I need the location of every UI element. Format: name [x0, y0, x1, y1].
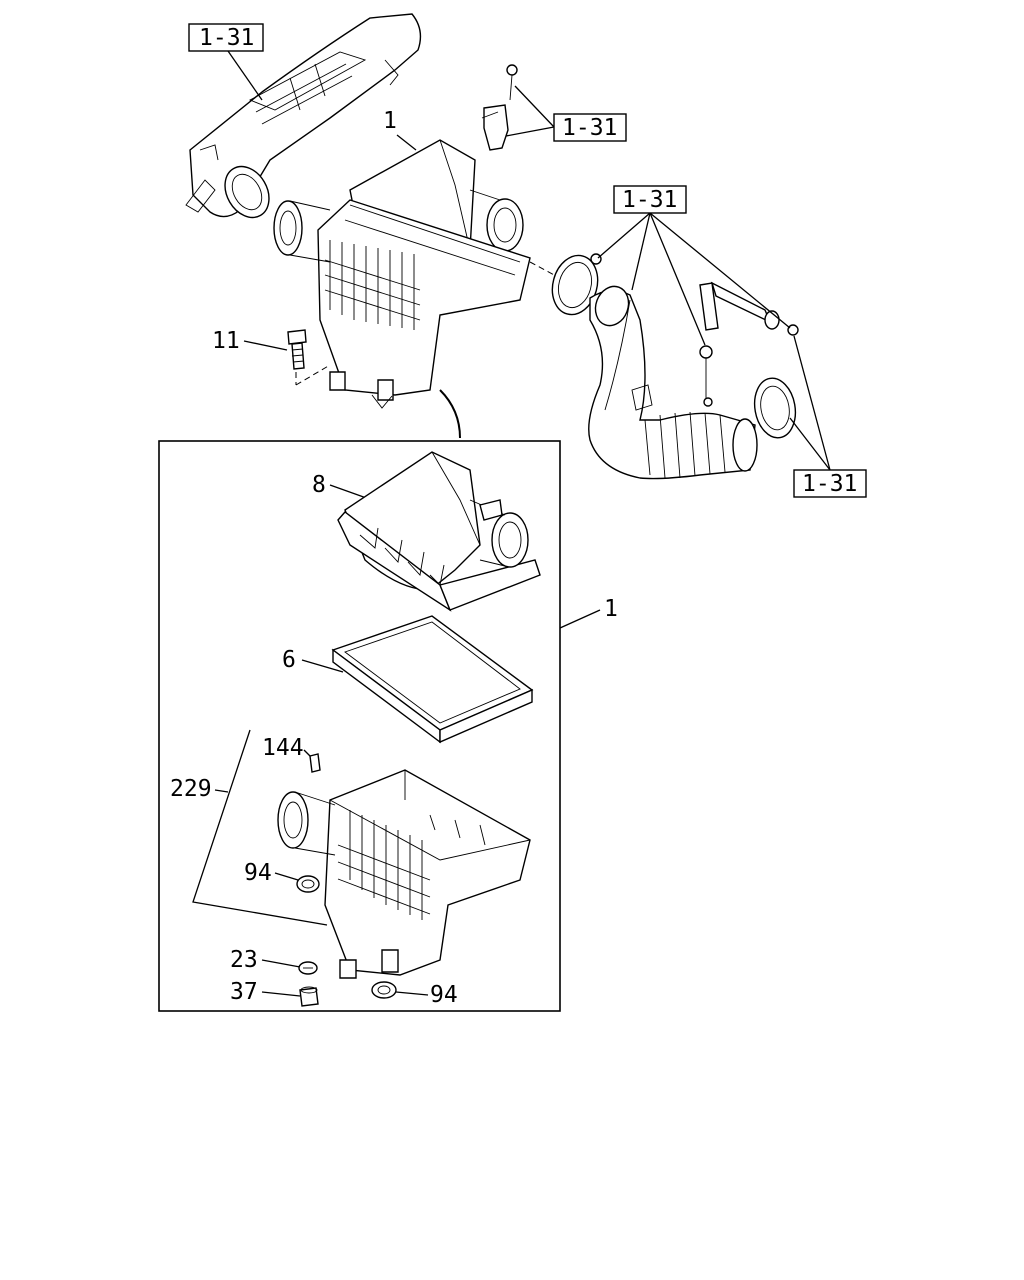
- callout-grommet-right: 94: [430, 982, 458, 1008]
- breather-tube: [699, 281, 780, 407]
- callout-body: 229: [170, 776, 212, 802]
- callout-cover: 8: [312, 472, 326, 498]
- ref-tag-hose-lower[interactable]: 1-31: [793, 469, 867, 498]
- callout-clip: 144: [262, 735, 304, 761]
- ref-tag-hose-upper[interactable]: 1-31: [613, 185, 687, 214]
- detail-frame: [158, 440, 561, 1012]
- intake-duct: [185, 13, 422, 219]
- grommet-right-part: [371, 981, 397, 999]
- svg-text:1-31: 1-31: [562, 115, 617, 141]
- ref-tag-intake-duct[interactable]: 1-31: [188, 23, 264, 52]
- grommet-left-part: [296, 875, 320, 893]
- filter-element: [331, 615, 534, 744]
- cleaner-body: [277, 769, 531, 979]
- callout-cleaner-assembly-box: 1: [604, 596, 618, 622]
- callout-element: 6: [282, 647, 296, 673]
- callout-nut: 37: [230, 979, 258, 1005]
- bolt-part: [287, 329, 307, 370]
- hose-clamp-upper: [551, 253, 602, 316]
- svg-text:1-31: 1-31: [199, 25, 254, 51]
- air-cleaner-assembly-top: [273, 139, 531, 409]
- airflow-sensor: [481, 64, 518, 151]
- svg-text:1-31: 1-31: [622, 187, 677, 213]
- callout-screw: 23: [230, 947, 258, 973]
- cleaner-cover: [337, 451, 541, 612]
- svg-text:1-31: 1-31: [802, 471, 857, 497]
- ref-tag-sensor[interactable]: 1-31: [553, 113, 627, 142]
- intake-hose: [588, 285, 758, 480]
- callout-cleaner-assembly-top: 1: [383, 108, 397, 134]
- nut-part: [299, 986, 319, 1007]
- hose-clamp-lower: [753, 324, 799, 439]
- screw-part: [298, 961, 318, 975]
- callout-bolt: 11: [212, 328, 240, 354]
- clip-part: [309, 753, 321, 773]
- callout-grommet-left: 94: [244, 860, 272, 886]
